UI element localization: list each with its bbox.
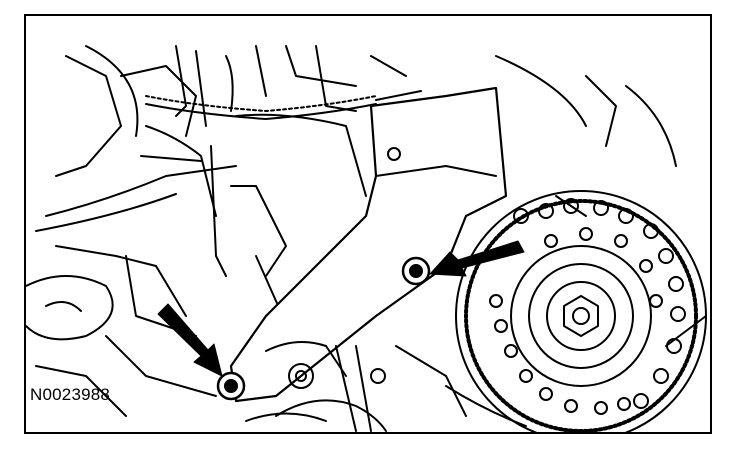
illustration-frame xyxy=(24,14,712,434)
wiring-harness xyxy=(145,90,422,120)
arrow-upper xyxy=(429,240,525,277)
bracket-hole xyxy=(387,147,401,161)
pulley-assembly xyxy=(455,190,707,432)
pulley-holes xyxy=(489,198,686,415)
bracket xyxy=(229,86,508,403)
bolt-upper xyxy=(401,256,431,286)
bolt-lower xyxy=(216,371,246,401)
lower-components xyxy=(245,345,386,432)
engine-bracket-illustration xyxy=(26,45,707,432)
arrow-lower xyxy=(157,303,223,377)
figure-id: N0023988 xyxy=(30,385,111,404)
